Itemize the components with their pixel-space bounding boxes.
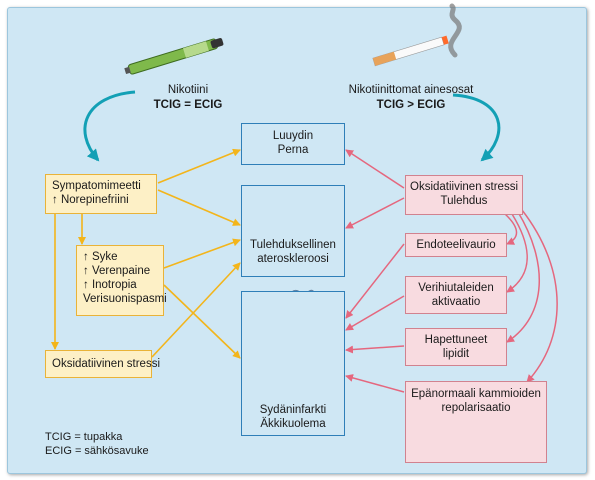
other-flow-arrow — [452, 93, 501, 162]
marrow-label: Luuydin — [272, 130, 314, 142]
e-cigarette-icon — [124, 38, 224, 75]
arrow-repol-mi — [345, 374, 405, 393]
right-oxidative-stress-label: Oksidatiivinen stressi — [410, 181, 519, 193]
repolarization-label-2: repolarisaatio — [441, 402, 511, 414]
sympathomimetic-box: Sympatomimeetti ↑ Norepinefriini — [45, 174, 157, 214]
arrow-stress-repol — [521, 209, 558, 383]
atherosclerosis-label-1: Tulehduksellinen — [250, 239, 336, 251]
legend-ecig: ECIG = sähkösavuke — [45, 445, 149, 457]
platelet-label-1: Verihiutaleiden — [418, 282, 494, 294]
right-oxidative-stress-box: Oksidatiivinen stressi Tulehdus — [405, 175, 523, 215]
norepinephrine-label: ↑ Norepinefriini — [52, 194, 129, 206]
arrow-stress-platelet — [506, 213, 528, 293]
sympathomimetic-label: Sympatomimeetti — [52, 180, 141, 192]
arrow-symp-athero — [157, 189, 241, 226]
spleen-label: Perna — [277, 144, 309, 156]
nicotine-formula: TCIG = ECIG — [153, 99, 223, 111]
sudden-death-label: Äkkikuolema — [260, 418, 326, 430]
arrow-symp-marrow — [157, 148, 241, 184]
effect-vasospasm: Verisuonispasmi — [83, 293, 167, 305]
lipids-label-1: Hapettuneet — [424, 334, 488, 346]
endothelial-damage-label: Endoteelivaurio — [416, 239, 496, 251]
effect-heart-rate: ↑ Syke — [83, 251, 118, 263]
endothelial-damage-box: Endoteelivaurio — [405, 233, 507, 257]
infarction-label: Sydäninfarkti — [259, 404, 327, 416]
arrow-stress-endo — [504, 213, 518, 245]
platelet-activation-box: Verihiutaleiden aktivaatio — [405, 276, 507, 314]
arrow-effects-mi — [163, 284, 241, 359]
other-components-formula: TCIG > ECIG — [376, 99, 446, 111]
other-components-label: Nikotiinittomat ainesosat TCIG > ECIG — [336, 83, 486, 113]
arrow-stress-marrow — [345, 149, 405, 189]
arrow-lipids-mi — [345, 345, 405, 354]
legend: TCIG = tupakka ECIG = sähkösavuke — [45, 430, 149, 458]
lipids-label-2: lipidit — [442, 348, 470, 360]
arrow-endo-mi — [345, 243, 405, 319]
nicotine-flow-arrow — [83, 90, 136, 162]
nicotine-title: Nikotiini — [167, 84, 209, 96]
repolarization-label-1: Epänormaali kammioiden — [411, 388, 541, 400]
arrow-stress-athero — [345, 197, 405, 229]
infarction-box: Sydäninfarkti Äkkikuolema — [241, 291, 345, 436]
repolarization-box: Epänormaali kammioiden repolarisaatio — [405, 381, 547, 463]
legend-tcig: TCIG = tupakka — [45, 431, 123, 443]
marrow-spleen-box: Luuydin Perna — [241, 123, 345, 165]
platelet-label-2: aktivaatio — [431, 296, 481, 308]
effect-blood-pressure: ↑ Verenpaine — [83, 265, 151, 277]
left-oxidative-stress-box: Oksidatiivinen stressi — [45, 350, 161, 378]
oxidized-lipids-box: Hapettuneet lipidit — [405, 328, 507, 366]
arrow-stress-lipids — [506, 211, 541, 343]
hemodynamic-effects-box: ↑ Syke ↑ Verenpaine ↑ Inotropia Verisuon… — [76, 245, 167, 316]
smoke-icon — [448, 3, 462, 58]
arrow-platelet-mi — [345, 295, 405, 331]
atherosclerosis-label-2: ateroskleroosi — [257, 253, 329, 265]
nicotine-label: Nikotiini TCIG = ECIG — [128, 83, 248, 113]
left-oxidative-stress-label: Oksidatiivinen stressi — [52, 358, 161, 370]
effect-inotropy: ↑ Inotropia — [83, 279, 137, 291]
inflammation-label: Tulehdus — [440, 195, 488, 207]
arrow-oxidative-athero — [151, 262, 241, 358]
other-components-title: Nikotiinittomat ainesosat — [348, 84, 474, 96]
atherosclerosis-box: Tulehduksellinen ateroskleroosi — [241, 185, 345, 277]
arrow-effects-athero — [163, 238, 241, 269]
cigarette-icon — [372, 35, 449, 67]
